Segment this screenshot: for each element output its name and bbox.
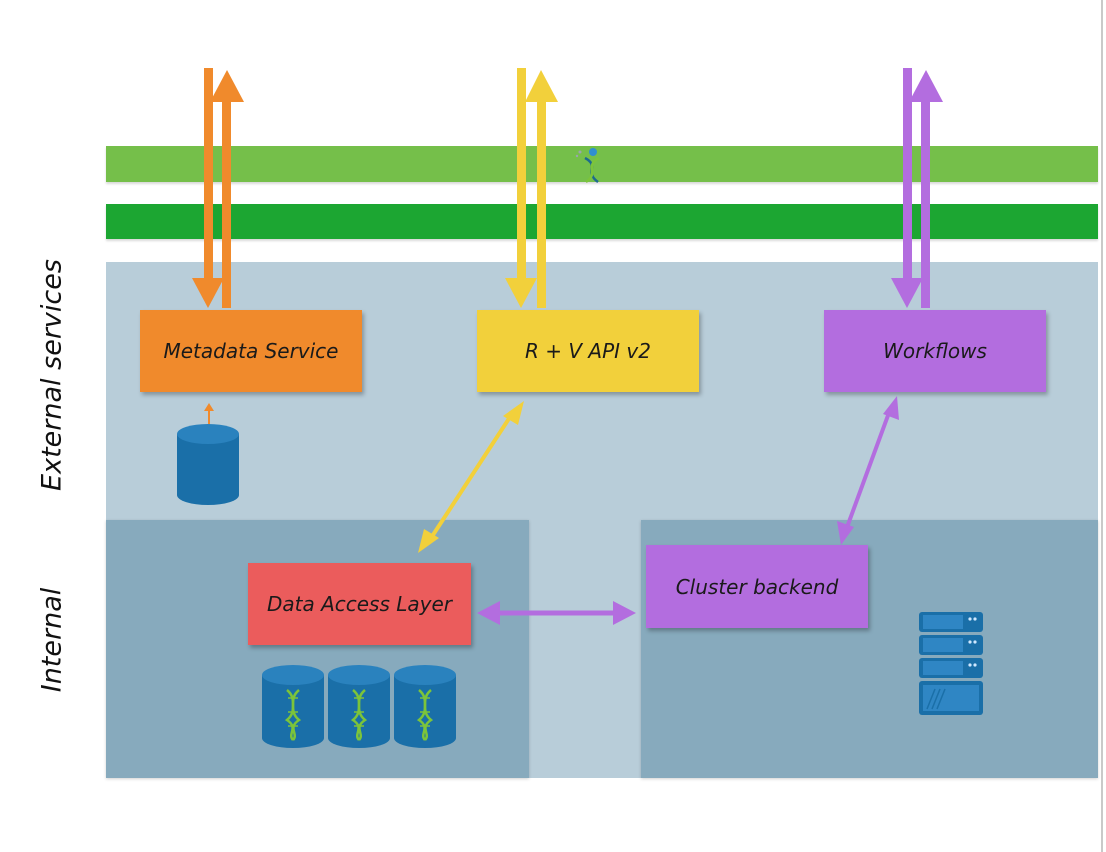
page-edge-divider bbox=[1101, 0, 1103, 852]
data-access-layer-box[interactable]: Data Access Layer bbox=[248, 563, 471, 645]
bottom-green-band bbox=[106, 204, 1098, 239]
server-rack-icon bbox=[919, 612, 983, 715]
dna-database-icon bbox=[262, 665, 456, 748]
metadata-service-box[interactable]: Metadata Service bbox=[140, 310, 362, 392]
workflows-box[interactable]: Workflows bbox=[824, 310, 1046, 392]
workflows-external-arrows bbox=[891, 68, 943, 308]
dna-person-logo-icon bbox=[575, 148, 600, 184]
metadata-external-arrows bbox=[192, 68, 244, 308]
database-icon bbox=[177, 424, 239, 505]
rv-api-box[interactable]: R + V API v2 bbox=[477, 310, 699, 392]
api-external-arrows bbox=[505, 68, 558, 308]
cluster-backend-box[interactable]: Cluster backend bbox=[646, 545, 868, 628]
workflows-to-cluster-arrow bbox=[837, 396, 899, 545]
api-to-dal-arrow bbox=[418, 401, 524, 553]
dal-to-cluster-arrow bbox=[477, 601, 636, 625]
top-green-band bbox=[106, 146, 1098, 182]
